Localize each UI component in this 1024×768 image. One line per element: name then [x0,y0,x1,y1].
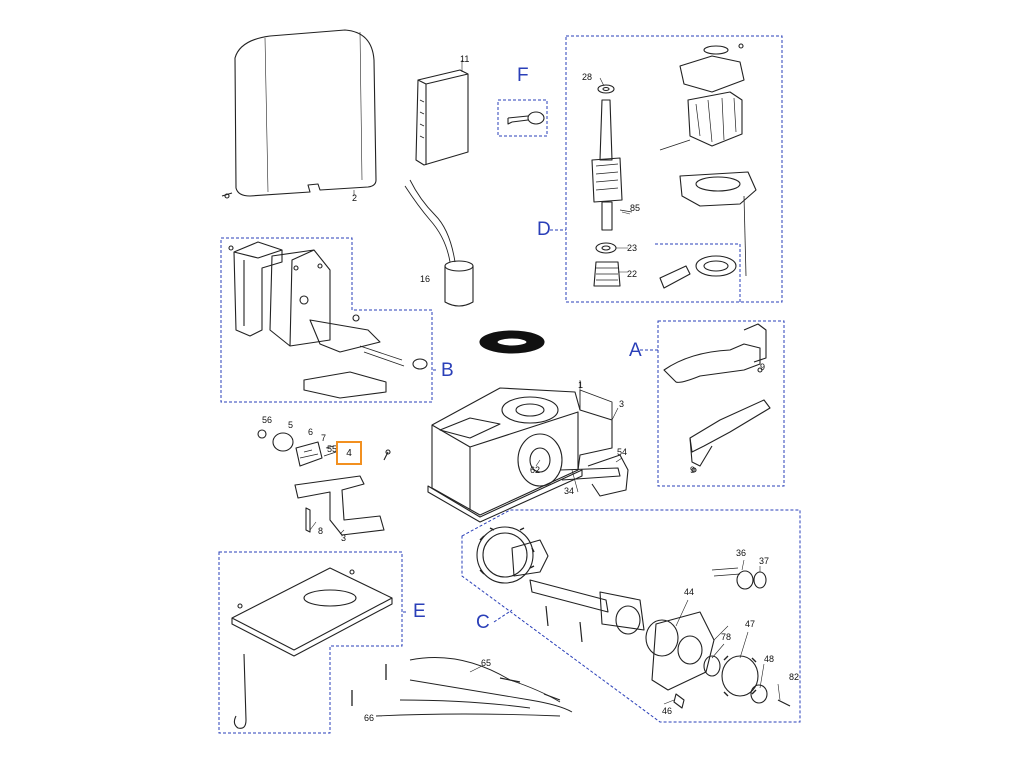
part-label-85: 85 [630,203,641,213]
motor-drawing [591,43,757,289]
part-label-5: 5 [288,420,294,430]
part-label-34: 34 [564,486,575,496]
limit-switch-parts-drawing [257,429,391,536]
group-leader-lines [402,229,658,623]
capacitor-drawing [404,179,474,307]
part-label-28: 28 [582,72,593,82]
part-label-78: 78 [721,632,732,642]
part-label-9a: 9 [760,362,766,372]
gasket-drawing [479,330,545,354]
part-label-3a: 3 [619,399,625,409]
group-label-b: B [441,360,454,381]
highlighted-part-number: 4 [346,448,352,459]
part-label-37: 37 [759,556,770,566]
part-label-62: 62 [530,465,541,475]
part-label-47: 47 [745,619,756,629]
group-label-f: F [517,65,529,86]
part-label-65: 65 [481,658,492,668]
part-label-2: 2 [352,193,358,203]
part-label-54: 54 [617,447,628,457]
group-box-f [497,99,548,137]
group-box-d [565,35,783,303]
highlighted-part-callout[interactable]: 4 [336,441,362,465]
part-label-6: 6 [308,427,314,437]
gear-assembly-drawing [476,526,791,709]
base-plate-drawing [231,567,393,729]
bracket-drawing [228,241,428,399]
group-label-a: A [629,340,642,361]
group-box-b [220,237,433,403]
release-lever-drawing [663,323,771,473]
part-label-66: 66 [364,713,375,723]
part-label-55: 55 [327,444,338,454]
part-label-82: 82 [789,672,800,682]
main-housing-drawing [427,387,629,523]
part-label-9b: 9 [690,465,696,475]
part-label-3b: 3 [341,533,347,543]
part-label-1: 1 [578,380,584,390]
part-label-11: 11 [460,54,470,64]
cover-drawing [221,29,377,199]
part-label-48: 48 [764,654,775,664]
part-label-7: 7 [321,433,327,443]
part-label-46: 46 [662,706,673,716]
part-label-44: 44 [684,587,695,597]
group-box-e [218,551,403,734]
group-box-d-inner [655,243,741,302]
part-label-56: 56 [262,415,273,425]
key-drawing [507,111,545,125]
control-board-drawing [415,60,469,166]
part-label-22: 22 [627,269,638,279]
group-label-e: E [413,601,426,622]
part-label-23: 23 [627,243,638,253]
part-label-8: 8 [318,526,324,536]
group-label-d: D [537,219,551,240]
part-label-16: 16 [420,274,431,284]
part-label-36: 36 [736,548,747,558]
group-box-c [461,509,801,723]
group-label-c: C [476,612,490,633]
group-box-a [657,320,785,487]
cables-drawing [351,657,573,717]
